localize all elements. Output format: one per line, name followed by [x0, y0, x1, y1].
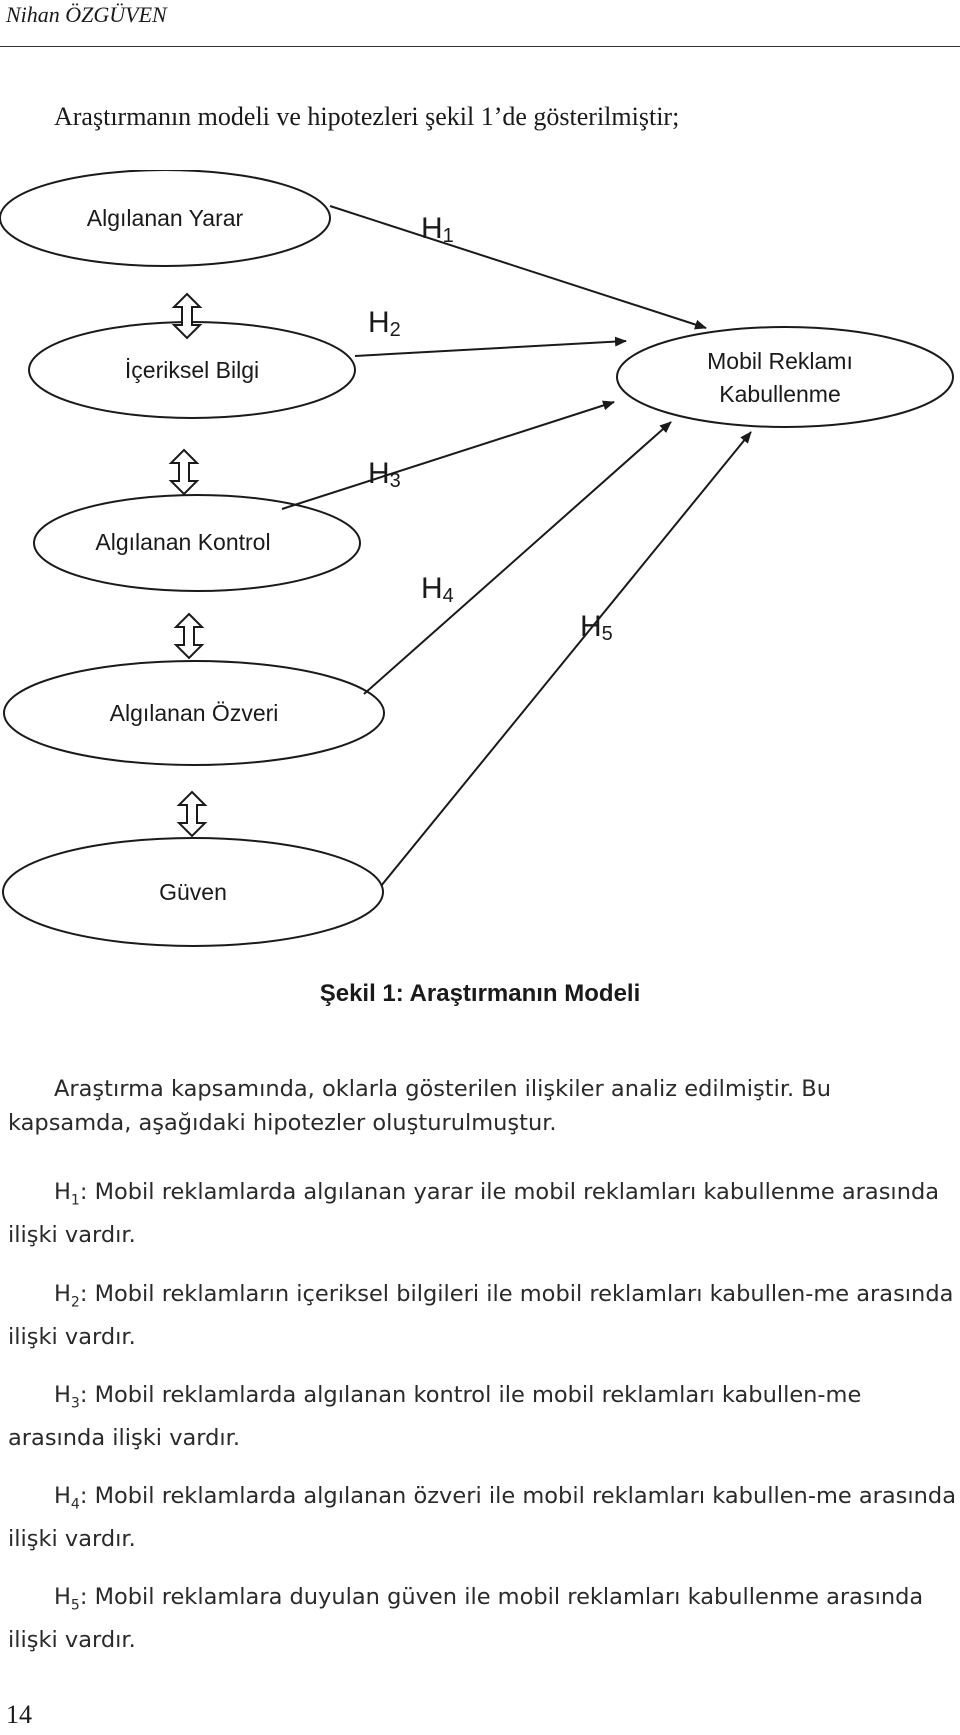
double-arrow-icon: [171, 292, 203, 340]
node-perceived-sacrifice: [3, 660, 385, 766]
node-trust: [2, 837, 384, 947]
node-label-content-information: İçeriksel Bilgi: [125, 357, 259, 383]
hypothesis-h4: H4: Mobil reklamlarda algılanan özveri i…: [8, 1483, 956, 1552]
path-h5: [380, 431, 752, 887]
label-h1: H1: [421, 212, 454, 247]
research-model-diagram: Algılanan Yarar İçeriksel Bilgi Algılana…: [0, 170, 954, 947]
node-perceived-benefit: [0, 170, 331, 267]
double-arrow-icon: [176, 790, 208, 838]
double-arrow-icon: [168, 448, 200, 496]
label-h4: H4: [421, 572, 454, 607]
label-h5: H5: [580, 610, 613, 645]
path-h1: [329, 205, 707, 330]
node-perceived-control: [33, 494, 361, 592]
node-label-perceived-benefit: Algılanan Yarar: [87, 205, 244, 231]
hypothesis-h2: H2: Mobil reklamların içeriksel bilgiler…: [8, 1281, 954, 1350]
node-label-perceived-sacrifice: Algılanan Özveri: [110, 700, 279, 726]
body-paragraph: Araştırma kapsamında, oklarla gösterilen…: [8, 1072, 956, 1140]
node-label-target-line2: Kabullenme: [719, 381, 840, 407]
path-h2: [354, 336, 627, 357]
figure-caption: Şekil 1: Araştırmanın Modeli: [0, 980, 960, 1008]
hypothesis-h5: H5: Mobil reklamlara duyulan güven ile m…: [8, 1584, 924, 1653]
label-h2: H2: [368, 306, 401, 341]
path-h3: [281, 400, 615, 510]
path-h4: [363, 421, 672, 695]
hypothesis-h3: H3: Mobil reklamlarda algılanan kontrol …: [8, 1382, 862, 1451]
node-label-target-line1: Mobil Reklamı: [707, 348, 853, 374]
hypothesis-h1: H1: Mobil reklamlarda algılanan yarar il…: [8, 1179, 940, 1248]
header-rule: [0, 46, 960, 47]
label-h3: H3: [368, 457, 401, 492]
double-arrow-icon: [173, 612, 205, 660]
node-label-trust: Güven: [159, 879, 227, 905]
node-mobile-ad-acceptance: [616, 326, 954, 428]
figure-caption-label: Şekil 1: [319, 980, 396, 1007]
page-number: 14: [6, 1700, 32, 1729]
body-paragraph-text: Araştırma kapsamında, oklarla gösterilen…: [8, 1076, 832, 1136]
figure-caption-title: : Araştırmanın Modeli: [395, 980, 641, 1007]
node-label-perceived-control: Algılanan Kontrol: [95, 529, 270, 555]
intro-sentence: Araştırmanın modeli ve hipotezleri şekil…: [54, 102, 680, 131]
running-header-author: Nihan ÖZGÜVEN: [6, 2, 167, 27]
